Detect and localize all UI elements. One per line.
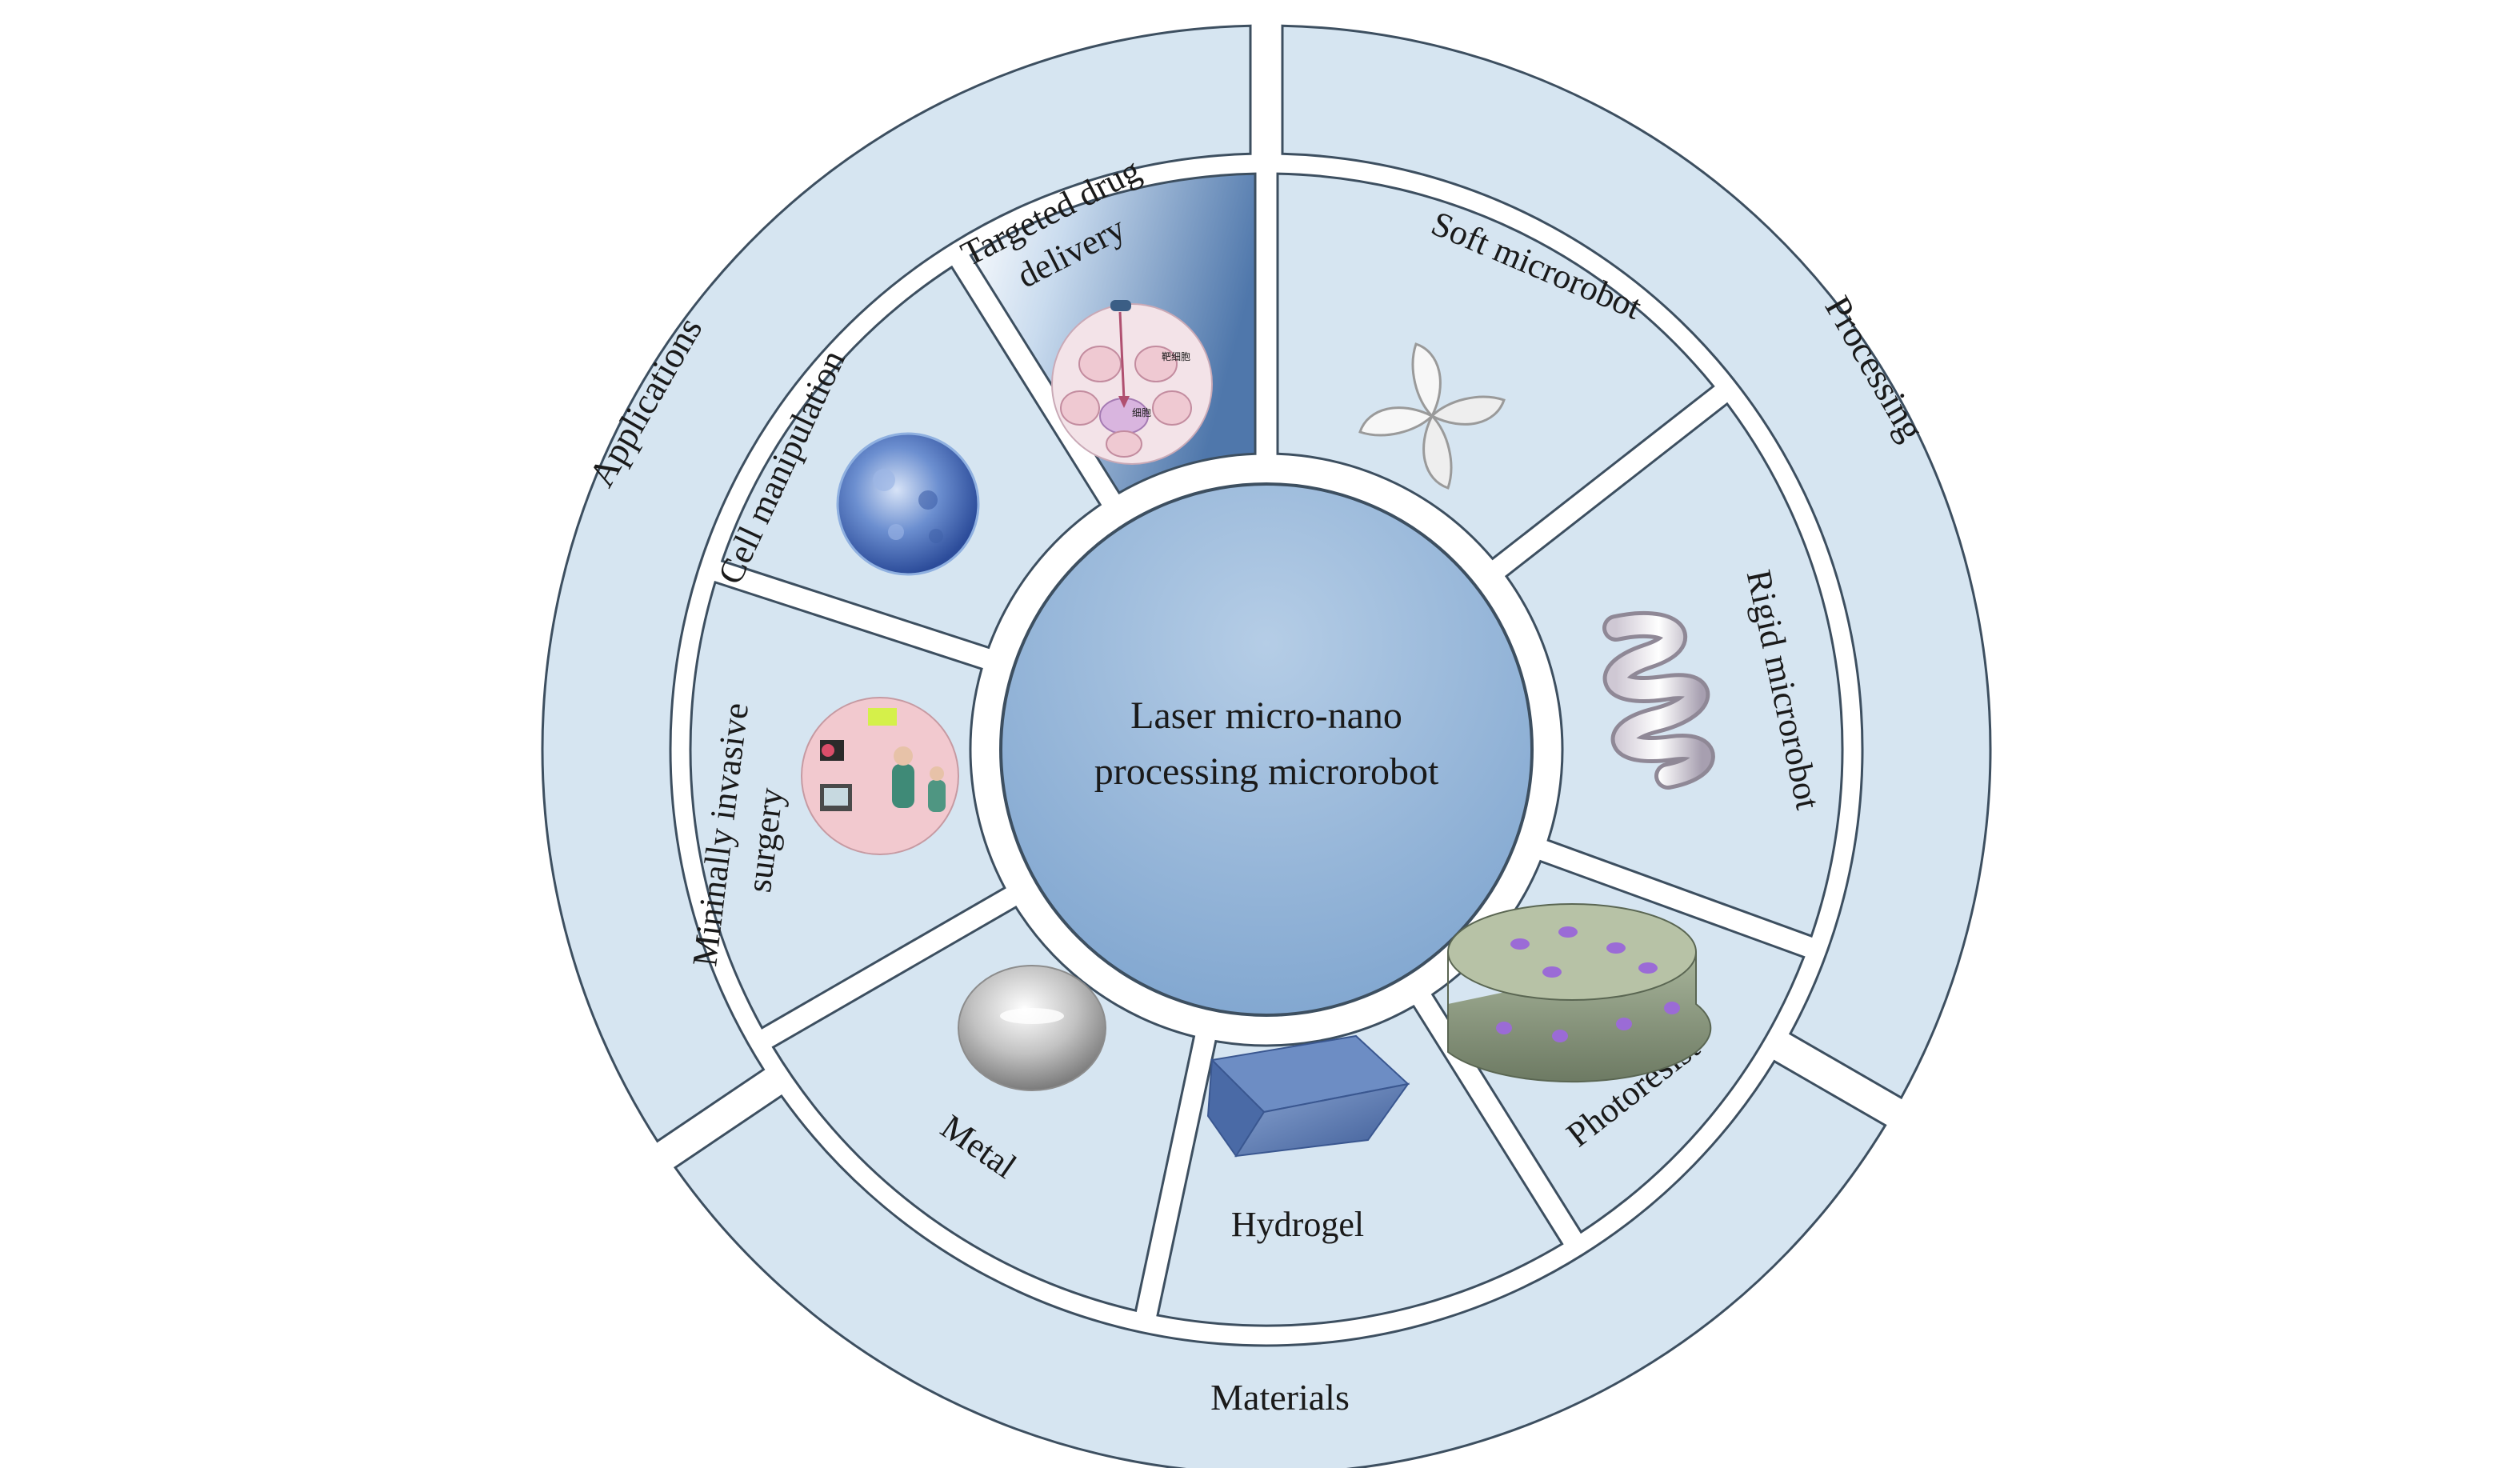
center-circle bbox=[999, 482, 1534, 1017]
segment-label-hydrogel: Hydrogel bbox=[1231, 1205, 1364, 1244]
hydrogel-illustration bbox=[1206, 1034, 1410, 1158]
metal-illustration bbox=[958, 965, 1106, 1091]
drug-tag-1: 靶细胞 bbox=[1162, 351, 1190, 362]
segment-rigid-microrobot bbox=[1504, 402, 1844, 938]
photoresist-illustration bbox=[1447, 903, 1712, 1083]
center-node: Laser micro-nano processing microrobot bbox=[999, 482, 1534, 1017]
outer-segment-applications bbox=[541, 24, 1252, 1143]
drug-tag-2: 细胞 bbox=[1132, 407, 1151, 418]
segment-soft-microrobot bbox=[1276, 172, 1715, 561]
cell-illustration bbox=[836, 432, 980, 576]
outer-ring bbox=[541, 24, 1992, 1472]
drug-delivery-illustration: 靶细胞 细胞 bbox=[1051, 300, 1213, 465]
outer-segment-processing bbox=[1281, 24, 1992, 1100]
rigid-microrobot-illustration bbox=[1602, 611, 1715, 790]
center-label-line1: Laser micro-nano bbox=[1130, 694, 1402, 737]
center-label-line2: processing microrobot bbox=[1094, 750, 1439, 793]
outer-segment-materials bbox=[673, 1059, 1887, 1472]
surgery-illustration bbox=[801, 697, 959, 855]
soft-microrobot-illustration bbox=[1358, 342, 1506, 490]
materials-label: Materials bbox=[1210, 1377, 1350, 1418]
